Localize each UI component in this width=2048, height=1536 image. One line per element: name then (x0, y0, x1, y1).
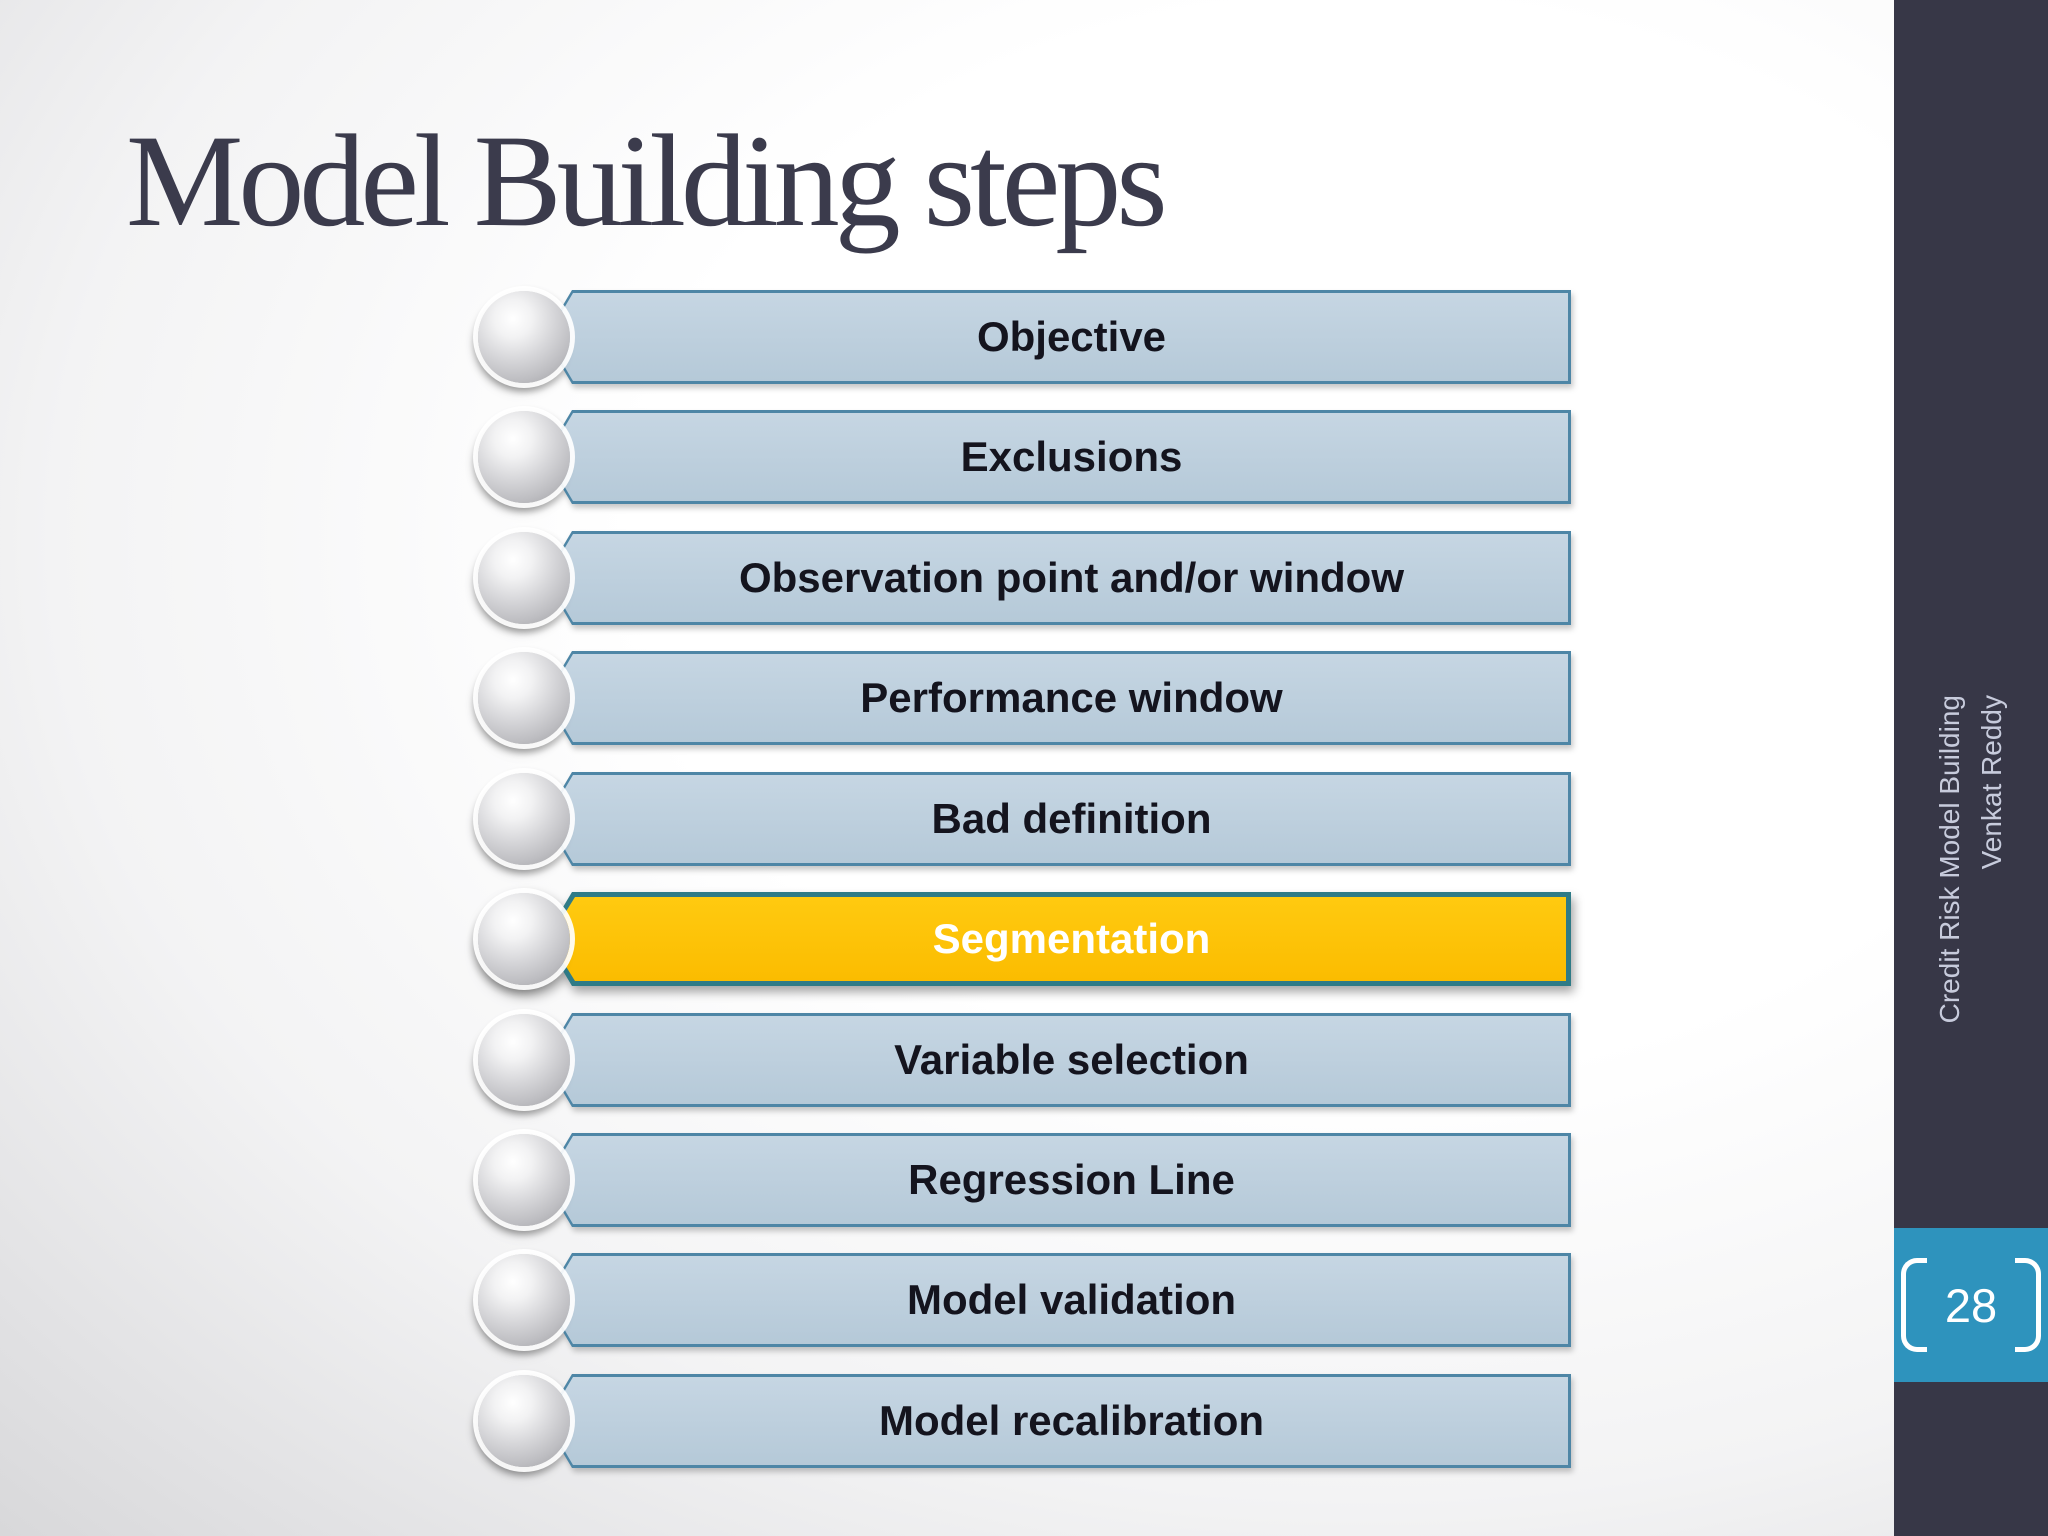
step-row-variable-selection: Variable selection (0, 1013, 1894, 1107)
step-row-objective: Objective (0, 290, 1894, 384)
step-row-exclusions: Exclusions (0, 410, 1894, 504)
step-label: Regression Line (908, 1156, 1235, 1203)
step-bar-fill (549, 897, 1566, 981)
step-bar-fill (547, 1256, 1568, 1344)
step-row-observation-window: Observation point and/or window (0, 531, 1894, 625)
step-bar-fill (547, 413, 1568, 501)
bullet-sphere-icon (478, 1254, 570, 1346)
step-row-model-validation: Model validation (0, 1253, 1894, 1347)
step-row-bad-definition: Bad definition (0, 772, 1894, 866)
bullet-sphere-icon (478, 1014, 570, 1106)
step-bar: Regression Line (544, 1133, 1571, 1227)
step-bar-fill (547, 293, 1568, 381)
step-row-segmentation-highlighted: Segmentation (0, 892, 1894, 986)
step-bar-fill (547, 534, 1568, 622)
bullet-sphere-icon (478, 411, 570, 503)
bullet-sphere-icon (478, 893, 570, 985)
bullet-sphere-icon (478, 1134, 570, 1226)
step-bar-fill (547, 1136, 1568, 1224)
step-label: Variable selection (894, 1036, 1249, 1083)
step-label: Objective (976, 313, 1167, 360)
bullet-sphere-icon (478, 532, 570, 624)
step-label: Model recalibration (878, 1397, 1265, 1444)
step-bar: Bad definition (544, 772, 1571, 866)
step-label: Segmentation (932, 915, 1211, 962)
slide-canvas: Model Building steps Objective Exclusion… (0, 0, 1894, 1536)
step-bar: Performance window (544, 651, 1571, 745)
step-bar-highlighted: Segmentation (544, 892, 1571, 986)
step-row-performance-window: Performance window (0, 651, 1894, 745)
step-label: Performance window (860, 674, 1283, 721)
step-bar: Model recalibration (544, 1374, 1571, 1468)
page-number-box: 28 (1894, 1228, 2048, 1382)
bullet-sphere-icon (478, 652, 570, 744)
step-bar: Observation point and/or window (544, 531, 1571, 625)
right-bracket-icon (2015, 1258, 2042, 1352)
step-bar: Model validation (544, 1253, 1571, 1347)
sidebar-course-title: Credit Risk Model Building (1934, 695, 1965, 1024)
step-bar-fill (547, 1377, 1568, 1465)
step-bar: Objective (544, 290, 1571, 384)
step-label: Observation point and/or window (738, 554, 1404, 601)
step-bar-fill (547, 775, 1568, 863)
bullet-sphere-icon (478, 291, 570, 383)
slide-title: Model Building steps (126, 107, 1168, 254)
step-row-regression-line: Regression Line (0, 1133, 1894, 1227)
sidebar-author-name: Venkat Reddy (1976, 695, 2007, 870)
sidebar-vertical-text: Credit Risk Model Building Venkat Reddy (1929, 695, 2013, 1055)
bullet-sphere-icon (478, 773, 570, 865)
step-bar: Variable selection (544, 1013, 1571, 1107)
step-label: Model validation (906, 1276, 1237, 1323)
left-bracket-icon (1900, 1258, 1927, 1352)
bullet-sphere-icon (478, 1375, 570, 1467)
step-bar: Exclusions (544, 410, 1571, 504)
page-number: 28 (1944, 1278, 1998, 1332)
step-bar-fill (547, 1016, 1568, 1104)
step-row-model-recalibration: Model recalibration (0, 1374, 1894, 1468)
step-label: Bad definition (931, 795, 1212, 842)
step-label: Exclusions (960, 433, 1183, 480)
step-bar-fill (547, 654, 1568, 742)
